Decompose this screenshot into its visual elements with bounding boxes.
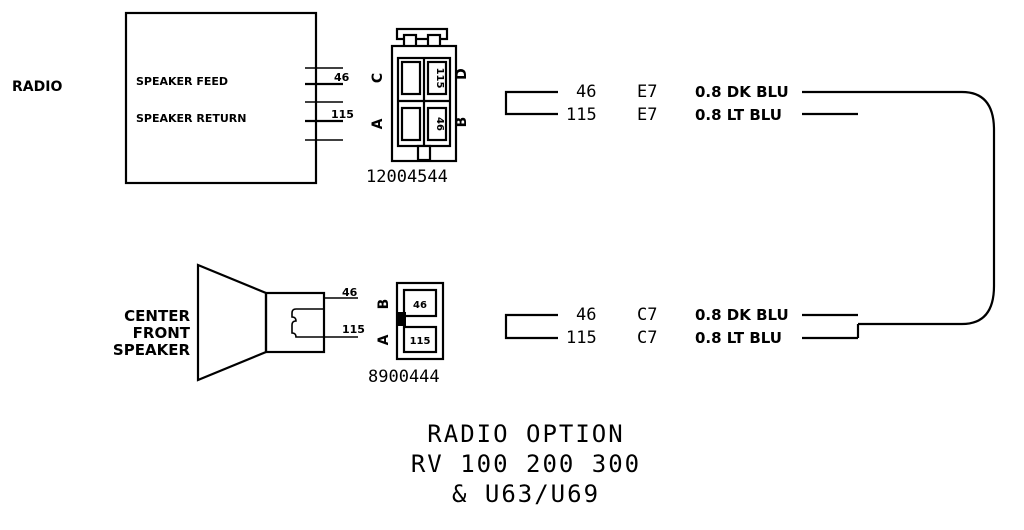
caption-line1: RADIO OPTION <box>427 420 624 448</box>
top-wire-size-color: 0.8 DK BLU <box>695 83 789 101</box>
conn-bottom-cavity-b: B <box>376 299 392 310</box>
conn-top-cavity-c: C <box>370 73 386 83</box>
harness-loop <box>858 90 996 326</box>
top-wire-circuit: 115 <box>566 105 597 125</box>
speaker-label-line3: SPEAKER <box>113 341 191 359</box>
conn-top-cell-115: 115 <box>434 68 445 89</box>
top-wire-location: E7 <box>637 82 657 102</box>
bottom-wire-bracket <box>504 313 558 340</box>
speaker-lead-46 <box>310 297 358 310</box>
speaker-wire-46: 46 <box>342 286 358 299</box>
speaker-label-line1: CENTER <box>124 307 190 325</box>
conn-top-cell-46: 46 <box>434 117 445 131</box>
conn-top-part-number: 12004544 <box>366 167 448 187</box>
connector-top <box>390 27 458 163</box>
bottom-wire-circuit: 115 <box>566 328 597 348</box>
radio-box <box>124 11 318 185</box>
top-wire-bracket <box>504 90 558 116</box>
speaker-label-line2: FRONT <box>133 324 191 342</box>
top-wire-circuit: 46 <box>576 82 596 102</box>
radio-wire-46: 46 <box>334 71 350 84</box>
top-wire-location: E7 <box>637 105 657 125</box>
caption-line3: & U63/U69 <box>452 480 600 508</box>
bottom-wire-location: C7 <box>637 305 657 325</box>
top-wire-size-color: 0.8 LT BLU <box>695 106 782 124</box>
speaker-cone <box>196 263 268 382</box>
bottom-wire-size-color: 0.8 LT BLU <box>695 329 782 347</box>
conn-top-cavity-a: A <box>370 118 386 129</box>
conn-bottom-cell-115: 115 <box>410 336 431 347</box>
bottom-wire-circuit: 46 <box>576 305 596 325</box>
speaker-magnet <box>264 291 326 354</box>
conn-top-cavity-b: B <box>454 117 470 128</box>
pin-speaker-feed: SPEAKER FEED <box>136 75 228 88</box>
bottom-wire-size-color: 0.8 DK BLU <box>695 306 789 324</box>
radio-wire-115: 115 <box>331 108 354 121</box>
bottom-wire-location: C7 <box>637 328 657 348</box>
conn-bottom-part-number: 8900444 <box>368 367 440 387</box>
conn-bottom-cavity-a: A <box>376 334 392 345</box>
speaker-wire-115: 115 <box>342 323 365 336</box>
conn-bottom-cell-46: 46 <box>413 300 427 311</box>
radio-label: RADIO <box>12 79 62 95</box>
connector-bottom <box>395 281 445 361</box>
speaker-coil <box>291 308 310 338</box>
conn-top-cavity-d: D <box>454 68 470 80</box>
caption-line2: RV 100 200 300 <box>411 450 641 478</box>
pin-speaker-return: SPEAKER RETURN <box>136 112 246 125</box>
